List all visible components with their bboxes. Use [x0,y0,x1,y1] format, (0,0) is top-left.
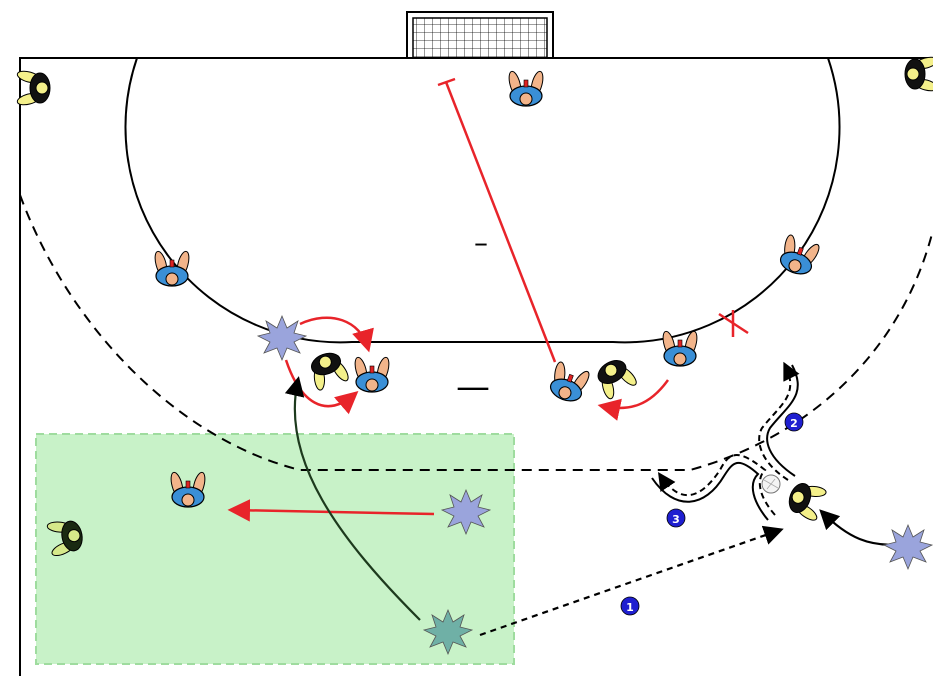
player-blue-icon [152,249,192,287]
player-black-icon [783,476,830,525]
player-blue-icon [506,69,546,107]
player-blue-icon [543,358,594,407]
player-black-icon [590,353,641,403]
red-arrows [227,316,670,522]
step-badge-2: 2 [784,412,804,432]
highlight-zone [35,433,515,665]
minus-mark-long: — [456,367,490,407]
attacker-star-icon [257,315,307,361]
svg-text:2: 2 [790,417,798,430]
goal-area-line [124,57,841,344]
player-black-icon [904,54,933,94]
cross-mark-icon [718,310,749,337]
attacker-star-icon [883,524,933,570]
dribble-paths [651,361,800,521]
svg-text:3: 3 [672,513,680,526]
player-black-icon [304,347,353,394]
player-blue-icon [352,355,392,393]
step-badge-1: 1 [620,596,640,616]
red-block-line [437,77,557,363]
player-blue-icon [773,231,824,280]
minus-mark-short: – [474,226,488,259]
goal-net-icon [406,11,554,59]
svg-text:1: 1 [626,601,634,614]
court-lines [19,57,933,676]
player-black-icon [15,68,51,108]
free-throw-line [19,194,933,471]
step-badge-3: 3 [666,508,686,528]
ball-icon [761,474,781,494]
